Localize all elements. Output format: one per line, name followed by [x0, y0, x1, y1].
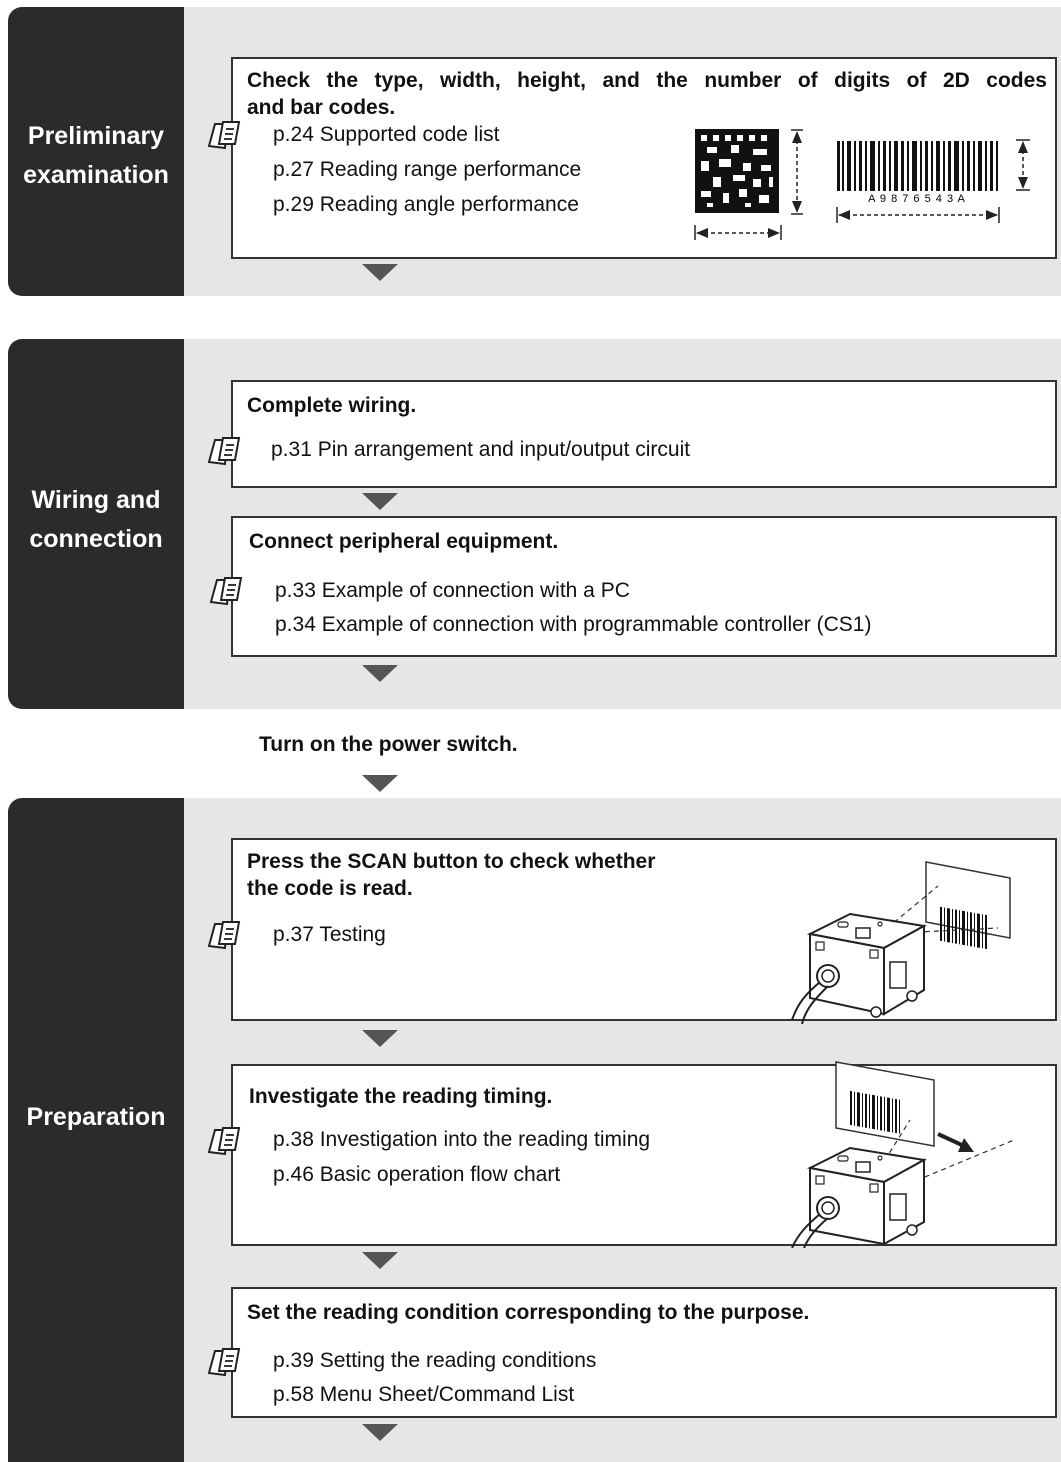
book-icon: [207, 121, 241, 150]
manual-ref[interactable]: p.46 Basic operation flow chart: [273, 1163, 561, 1186]
tab-label-line: Wiring and: [31, 486, 161, 514]
step-title: Set the reading condition corresponding …: [247, 1301, 810, 1324]
book-icon: [209, 577, 243, 606]
step-box-code-check: Check the type, width, height, and the n…: [231, 57, 1057, 259]
section-tab: [8, 798, 184, 1462]
step-title: Connect peripheral equipment.: [249, 530, 559, 553]
step-box-complete-wiring: Complete wiring.: [231, 380, 1057, 488]
manual-ref[interactable]: p.24 Supported code list: [273, 123, 500, 146]
power-switch-step: Turn on the power switch.: [259, 733, 518, 756]
arrow-down-icon: [362, 1424, 398, 1441]
manual-ref[interactable]: p.37 Testing: [273, 923, 386, 946]
arrow-down-icon: [362, 1252, 398, 1269]
tab-label: Preparation: [26, 1103, 166, 1131]
barcode-text: A 9 8 7 6 5 4 3 A: [868, 193, 966, 205]
step-title: Check the type, width, height, and the n…: [247, 69, 1047, 119]
book-icon: [207, 1127, 241, 1156]
section-tab: [8, 7, 184, 296]
tab-label: Wiring and connection: [8, 481, 184, 559]
tab-label-line: Preliminary: [27, 122, 165, 150]
arrow-down-icon: [362, 1030, 398, 1047]
arrow-down-icon: [362, 775, 398, 792]
datamatrix-icon: [694, 129, 803, 240]
manual-ref[interactable]: p.33 Example of connection with a PC: [275, 579, 630, 602]
step-title: Complete wiring.: [247, 394, 417, 417]
manual-ref[interactable]: p.34 Example of connection with programm…: [275, 613, 872, 636]
manual-ref[interactable]: p.39 Setting the reading conditions: [273, 1349, 597, 1372]
book-icon: [207, 1348, 241, 1377]
step-box-reading-conditions: Set the reading condition corresponding …: [231, 1287, 1057, 1418]
book-icon: [207, 437, 241, 466]
tab-label-line: connection: [29, 525, 163, 553]
arrow-down-icon: [362, 493, 398, 510]
arrow-down-icon: [362, 264, 398, 281]
book-icon: [207, 921, 241, 950]
tab-label-line: examination: [23, 161, 169, 189]
manual-ref[interactable]: p.38 Investigation into the reading timi…: [273, 1128, 651, 1151]
manual-ref[interactable]: p.29 Reading angle performance: [273, 193, 579, 216]
arrow-down-icon: [362, 665, 398, 682]
scanner-icon: [791, 861, 1011, 1025]
barcode-icon: A 9 8 7 6 5 4 3 A: [836, 139, 1030, 223]
step-box-peripheral: Connect peripheral equipment.: [231, 516, 1057, 657]
section-tab: [8, 339, 184, 709]
step-title: Press the SCAN button to check whether t…: [247, 850, 656, 900]
scanner-icon: [791, 1061, 1015, 1248]
step-title: Investigate the reading timing.: [249, 1085, 553, 1108]
manual-ref[interactable]: p.31 Pin arrangement and input/output ci…: [271, 438, 691, 461]
tab-label: Preliminary examination: [8, 117, 184, 195]
manual-ref[interactable]: p.58 Menu Sheet/Command List: [273, 1383, 575, 1406]
manual-ref[interactable]: p.27 Reading range performance: [273, 158, 582, 181]
